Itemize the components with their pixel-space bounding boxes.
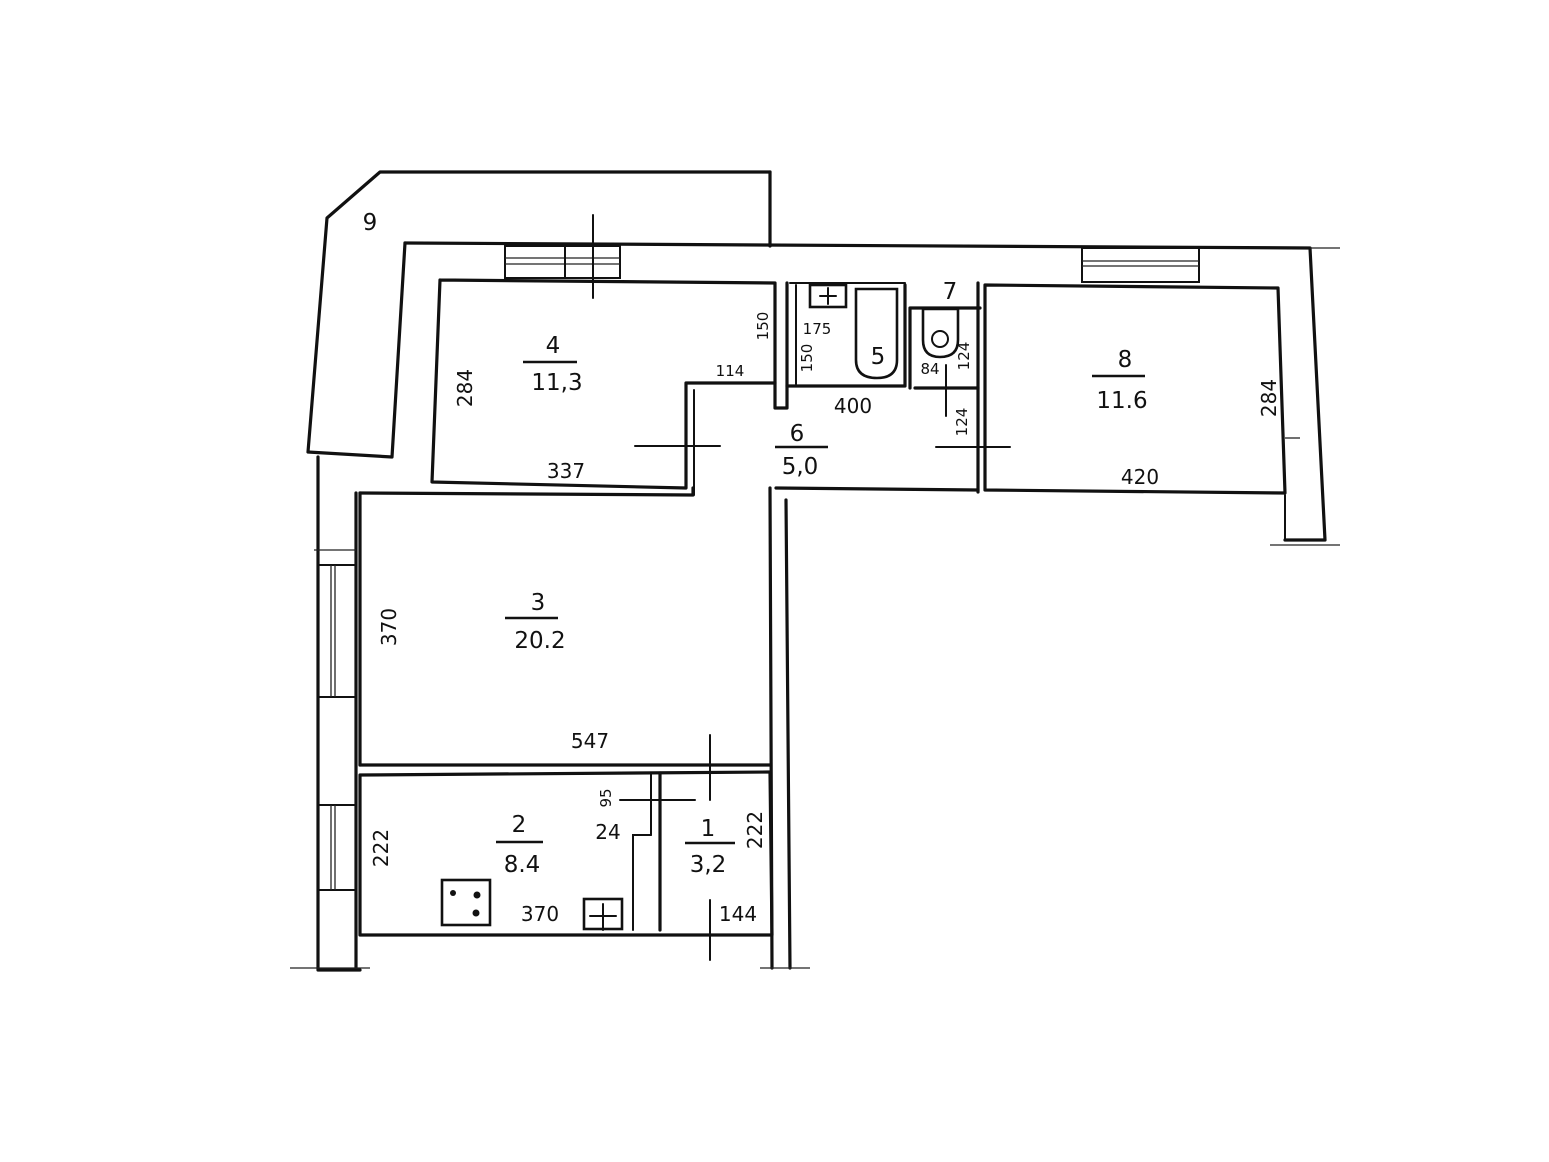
sink-icon — [808, 283, 848, 309]
svg-text:4: 4 — [546, 333, 561, 359]
room-label-6: 6 5,0 — [775, 421, 828, 480]
dim-wc-width: 84 — [920, 360, 939, 378]
dim-room4-step: 114 — [716, 362, 745, 380]
room-label-2: 2 8.4 — [496, 812, 543, 878]
toilet-icon — [921, 307, 960, 359]
dim-room4-side: 150 — [754, 312, 772, 341]
room-3 — [358, 486, 772, 801]
room-8 — [983, 283, 1300, 495]
svg-text:6: 6 — [790, 421, 805, 447]
kitchen-sink-icon — [582, 897, 624, 931]
svg-text:11,3: 11,3 — [531, 370, 582, 396]
dim-room4-height: 284 — [453, 369, 477, 407]
dim-room8-width: 420 — [1121, 465, 1159, 489]
room-label-9: 9 — [363, 210, 378, 236]
window-room3 — [314, 549, 357, 698]
svg-text:1: 1 — [701, 816, 716, 842]
dim-corridor-door: 124 — [953, 408, 971, 437]
room-6-corridor — [774, 281, 1011, 494]
svg-text:5,0: 5,0 — [782, 454, 819, 480]
stove-icon — [440, 878, 492, 927]
svg-text:3: 3 — [531, 590, 546, 616]
svg-text:20.2: 20.2 — [514, 628, 565, 654]
dim-niche-a: 95 — [597, 788, 615, 807]
svg-text:8.4: 8.4 — [504, 852, 541, 878]
svg-text:9: 9 — [363, 210, 378, 236]
room-5-bathroom — [773, 281, 907, 410]
dim-room8-height: 284 — [1257, 379, 1281, 417]
dimension-labels: 284 337 114 150 175 150 400 84 124 124 2… — [369, 312, 1281, 926]
dim-bath-width: 175 — [803, 320, 832, 338]
dim-room1-width: 144 — [719, 902, 757, 926]
room-label-8: 8 11.6 — [1092, 347, 1148, 414]
svg-text:8: 8 — [1118, 347, 1133, 373]
svg-text:7: 7 — [943, 279, 958, 305]
dim-room2-width: 370 — [521, 902, 559, 926]
window-room2 — [317, 804, 357, 891]
svg-text:11.6: 11.6 — [1096, 388, 1147, 414]
dim-bath-depth: 150 — [798, 344, 816, 373]
room-label-1: 1 3,2 — [685, 816, 735, 878]
dim-niche-b: 24 — [595, 820, 620, 844]
room-label-4: 4 11,3 — [523, 333, 583, 396]
room-label-3: 3 20.2 — [505, 590, 566, 654]
svg-text:3,2: 3,2 — [690, 852, 727, 878]
dim-corridor-width: 400 — [834, 394, 872, 418]
dim-wc-door: 124 — [955, 342, 973, 371]
dim-room1-height: 222 — [743, 811, 767, 849]
window-room4 — [504, 214, 621, 299]
svg-text:2: 2 — [512, 812, 527, 838]
balcony-9 — [306, 170, 772, 459]
dim-room2-height: 222 — [369, 829, 393, 867]
room-2 — [358, 770, 774, 937]
dim-room4-width: 337 — [547, 459, 585, 483]
bathtub-icon: 5 — [854, 287, 899, 380]
bathtub-label: 5 — [871, 344, 886, 370]
dim-room3-width: 547 — [571, 729, 609, 753]
dim-room3-height: 370 — [377, 608, 401, 646]
room-4 — [430, 278, 777, 496]
window-room8 — [1081, 247, 1200, 283]
room-label-7: 7 — [943, 279, 958, 305]
